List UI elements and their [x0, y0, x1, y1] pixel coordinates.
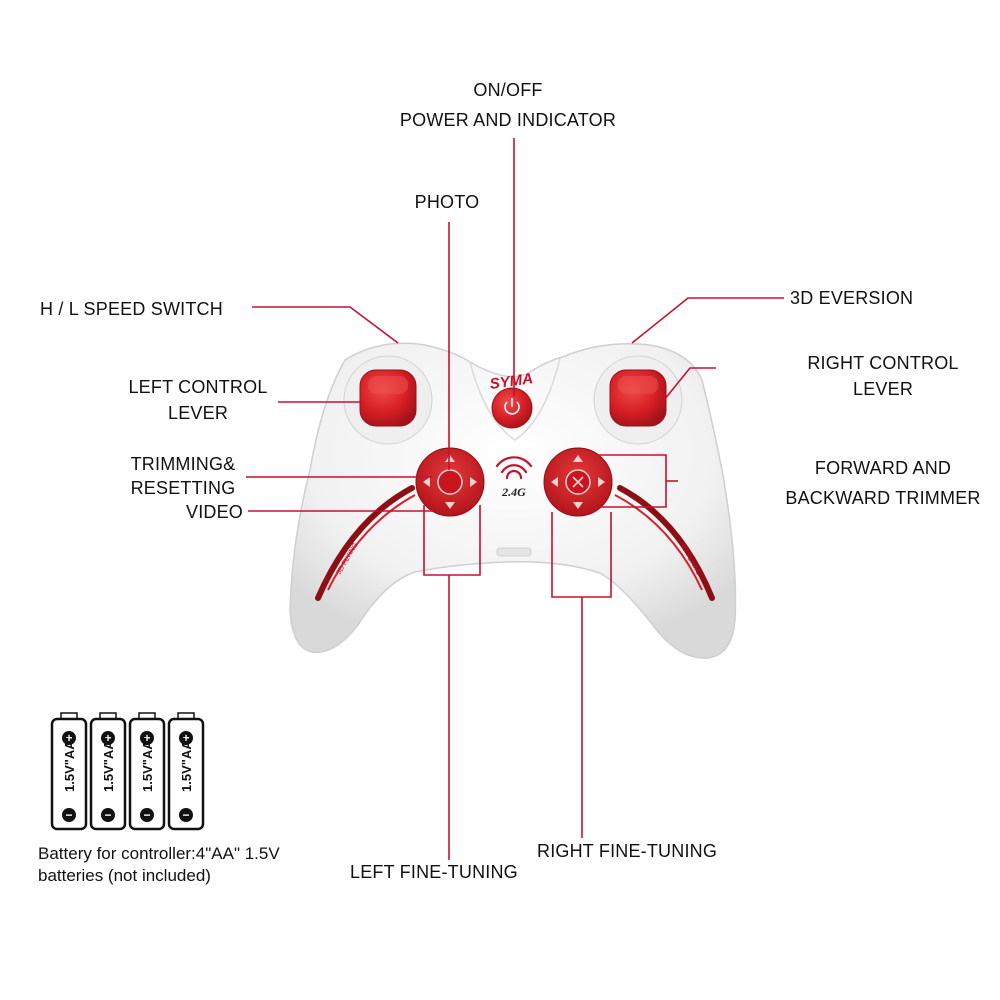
label-forward-line1: FORWARD AND [814, 458, 952, 478]
label-power-line2: POWER AND INDICATOR [399, 110, 617, 130]
left-control-lever[interactable] [343, 355, 433, 445]
label-3d-eversion: 3D EVERSION [790, 288, 914, 308]
label-video: VIDEO [186, 502, 244, 522]
label-right-lever-line1: RIGHT CONTROL [807, 353, 959, 373]
svg-text:1.5V"AA": 1.5V"AA" [140, 734, 155, 792]
label-speed-switch: H / L SPEED SWITCH [40, 299, 223, 319]
battery-icon: + − 1.5V"AA" [167, 712, 205, 831]
label-left-fine-tuning: LEFT FINE-TUNING [350, 862, 518, 882]
label-right-fine-tuning: RIGHT FINE-TUNING [537, 841, 718, 861]
svg-text:−: − [104, 808, 111, 822]
label-left-lever: LEFT CONTROL LEVER [112, 374, 284, 426]
left-pad-arrows [423, 455, 477, 509]
battery-icon: + − 1.5V"AA" [89, 712, 127, 831]
battery-note-line2: batteries (not included) [38, 866, 211, 885]
battery-group: + − 1.5V"AA" + − 1.5V"AA" + − 1.5V"AA" +… [50, 712, 205, 831]
label-trimming-line2: RESETTING [130, 478, 236, 498]
band-label: 2.4G [501, 485, 526, 499]
right-trim-pad[interactable] [543, 447, 613, 517]
svg-text:1.5V"AA": 1.5V"AA" [62, 734, 77, 792]
battery-icon: + − 1.5V"AA" [50, 712, 88, 831]
svg-text:−: − [65, 808, 72, 822]
svg-text:+: + [143, 731, 150, 745]
left-pad-center-button[interactable] [437, 469, 463, 495]
label-trimming: TRIMMING& RESETTING [116, 452, 250, 500]
label-right-lever-line2: LEVER [852, 379, 914, 399]
cross-icon [572, 476, 584, 488]
label-left-lever-line1: LEFT CONTROL [128, 377, 268, 397]
label-power: ON/OFF POWER AND INDICATOR [380, 77, 636, 133]
battery-icon: + − 1.5V"AA" [128, 712, 166, 831]
svg-text:1.5V"AA": 1.5V"AA" [101, 734, 116, 792]
label-forward-backward: FORWARD AND BACKWARD TRIMMER [770, 453, 996, 513]
svg-text:+: + [182, 731, 189, 745]
label-trimming-line1: TRIMMING& [130, 454, 236, 474]
label-photo: PHOTO [414, 192, 480, 212]
leader-lines [246, 138, 784, 860]
right-pad-arrows [551, 455, 605, 509]
svg-text:−: − [143, 808, 150, 822]
label-right-lever: RIGHT CONTROL LEVER [790, 350, 976, 402]
brand-logo: SYMA [489, 370, 534, 393]
signal-icon [495, 456, 533, 480]
svg-text:+: + [65, 731, 72, 745]
right-control-lever[interactable] [593, 355, 683, 445]
label-power-line1: ON/OFF [473, 80, 543, 100]
power-button[interactable] [491, 387, 533, 429]
label-left-lever-line2: LEVER [167, 403, 229, 423]
battery-note: Battery for controller:4"AA" 1.5V batter… [38, 843, 280, 887]
svg-text:−: − [182, 808, 189, 822]
label-forward-line2: BACKWARD TRIMMER [785, 488, 981, 508]
power-icon [504, 398, 520, 415]
svg-text:1.5V"AA": 1.5V"AA" [179, 734, 194, 792]
svg-text:+: + [104, 731, 111, 745]
battery-note-line1: Battery for controller:4"AA" 1.5V [38, 844, 280, 863]
left-trim-pad[interactable] [415, 447, 485, 517]
